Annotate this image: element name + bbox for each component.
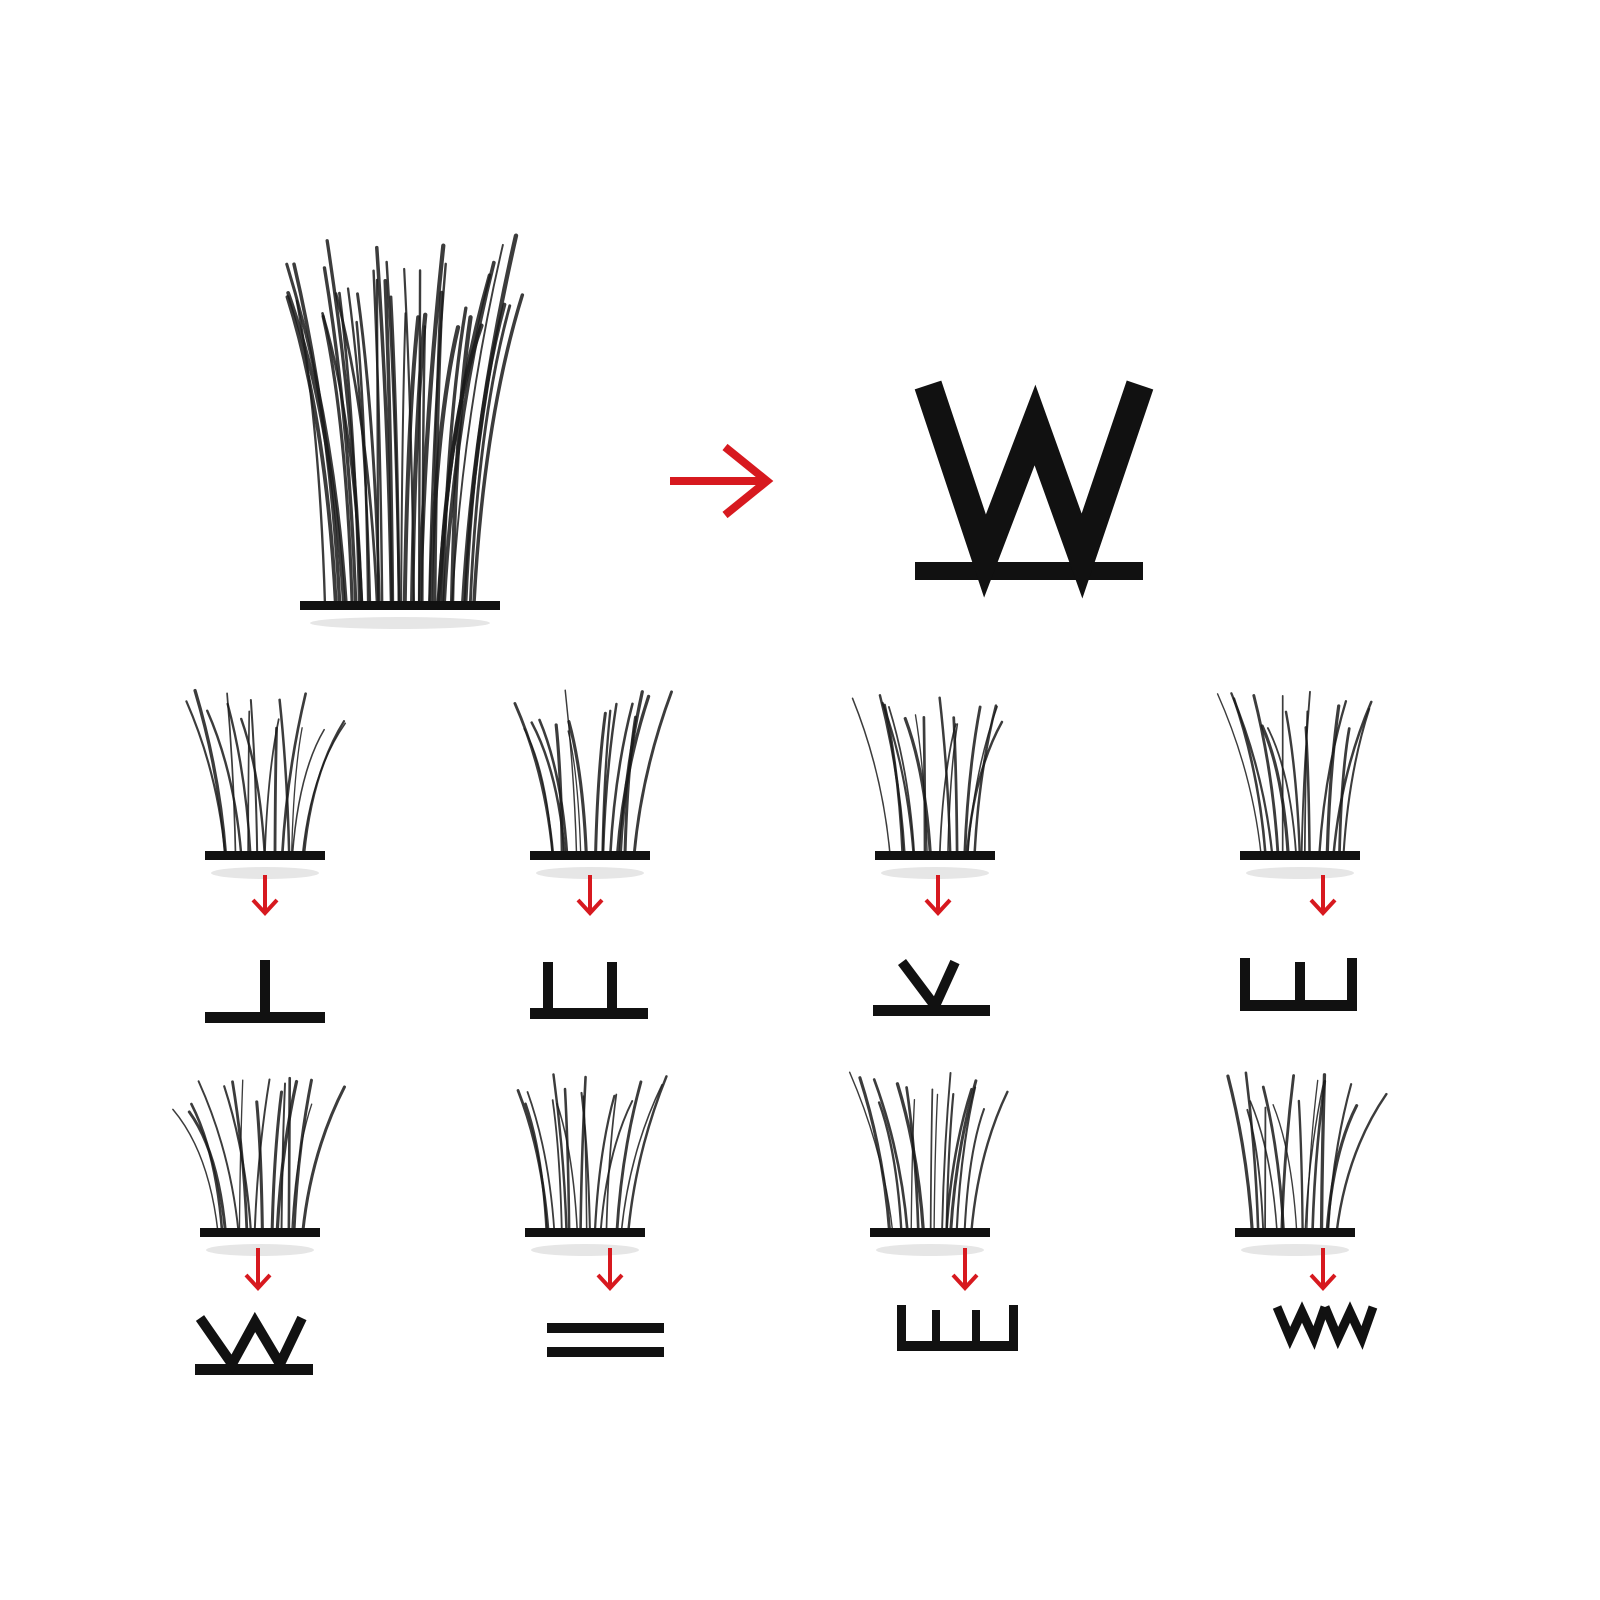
four-post-lash-icon: [848, 1071, 1009, 1256]
double-post-lash-icon: [513, 689, 673, 879]
w-base-symbol-icon: [914, 380, 1154, 599]
ww-symbol-icon: [1272, 1301, 1378, 1350]
arrow-down-icon: [1309, 875, 1337, 916]
hero-lash-cluster: [285, 233, 525, 629]
comb-base-symbol-icon: [1240, 958, 1357, 1011]
arrow-down-icon: [1309, 1248, 1337, 1291]
arrow-down-icon: [576, 875, 604, 916]
t-base-symbol-icon: [205, 960, 325, 1023]
arrow-down-icon: [924, 875, 952, 916]
double-band-symbol-icon: [547, 1323, 664, 1357]
arrow-down-icon: [596, 1248, 624, 1291]
arrow-down-icon: [251, 875, 279, 916]
v-base-symbol-icon: [873, 959, 990, 1016]
comb-cluster-lash-icon: [1216, 690, 1373, 879]
w-base-symbol-icon: [195, 1311, 313, 1375]
double-band-lash-icon: [516, 1073, 668, 1256]
ww-cluster-lash-icon: [1226, 1071, 1388, 1256]
arrows: [244, 443, 1337, 1291]
double-post-symbol-icon: [530, 962, 648, 1019]
t-cluster-lash-icon: [185, 688, 347, 879]
arrow-down-icon: [244, 1248, 272, 1291]
v-cluster-lash-icon: [851, 694, 1004, 879]
arrow-right-icon: [670, 443, 774, 519]
arrow-down-icon: [951, 1248, 979, 1291]
four-post-symbol-icon: [897, 1305, 1018, 1351]
lash-clusters: [172, 233, 1388, 1256]
w-cluster-lash-icon: [172, 1076, 346, 1256]
